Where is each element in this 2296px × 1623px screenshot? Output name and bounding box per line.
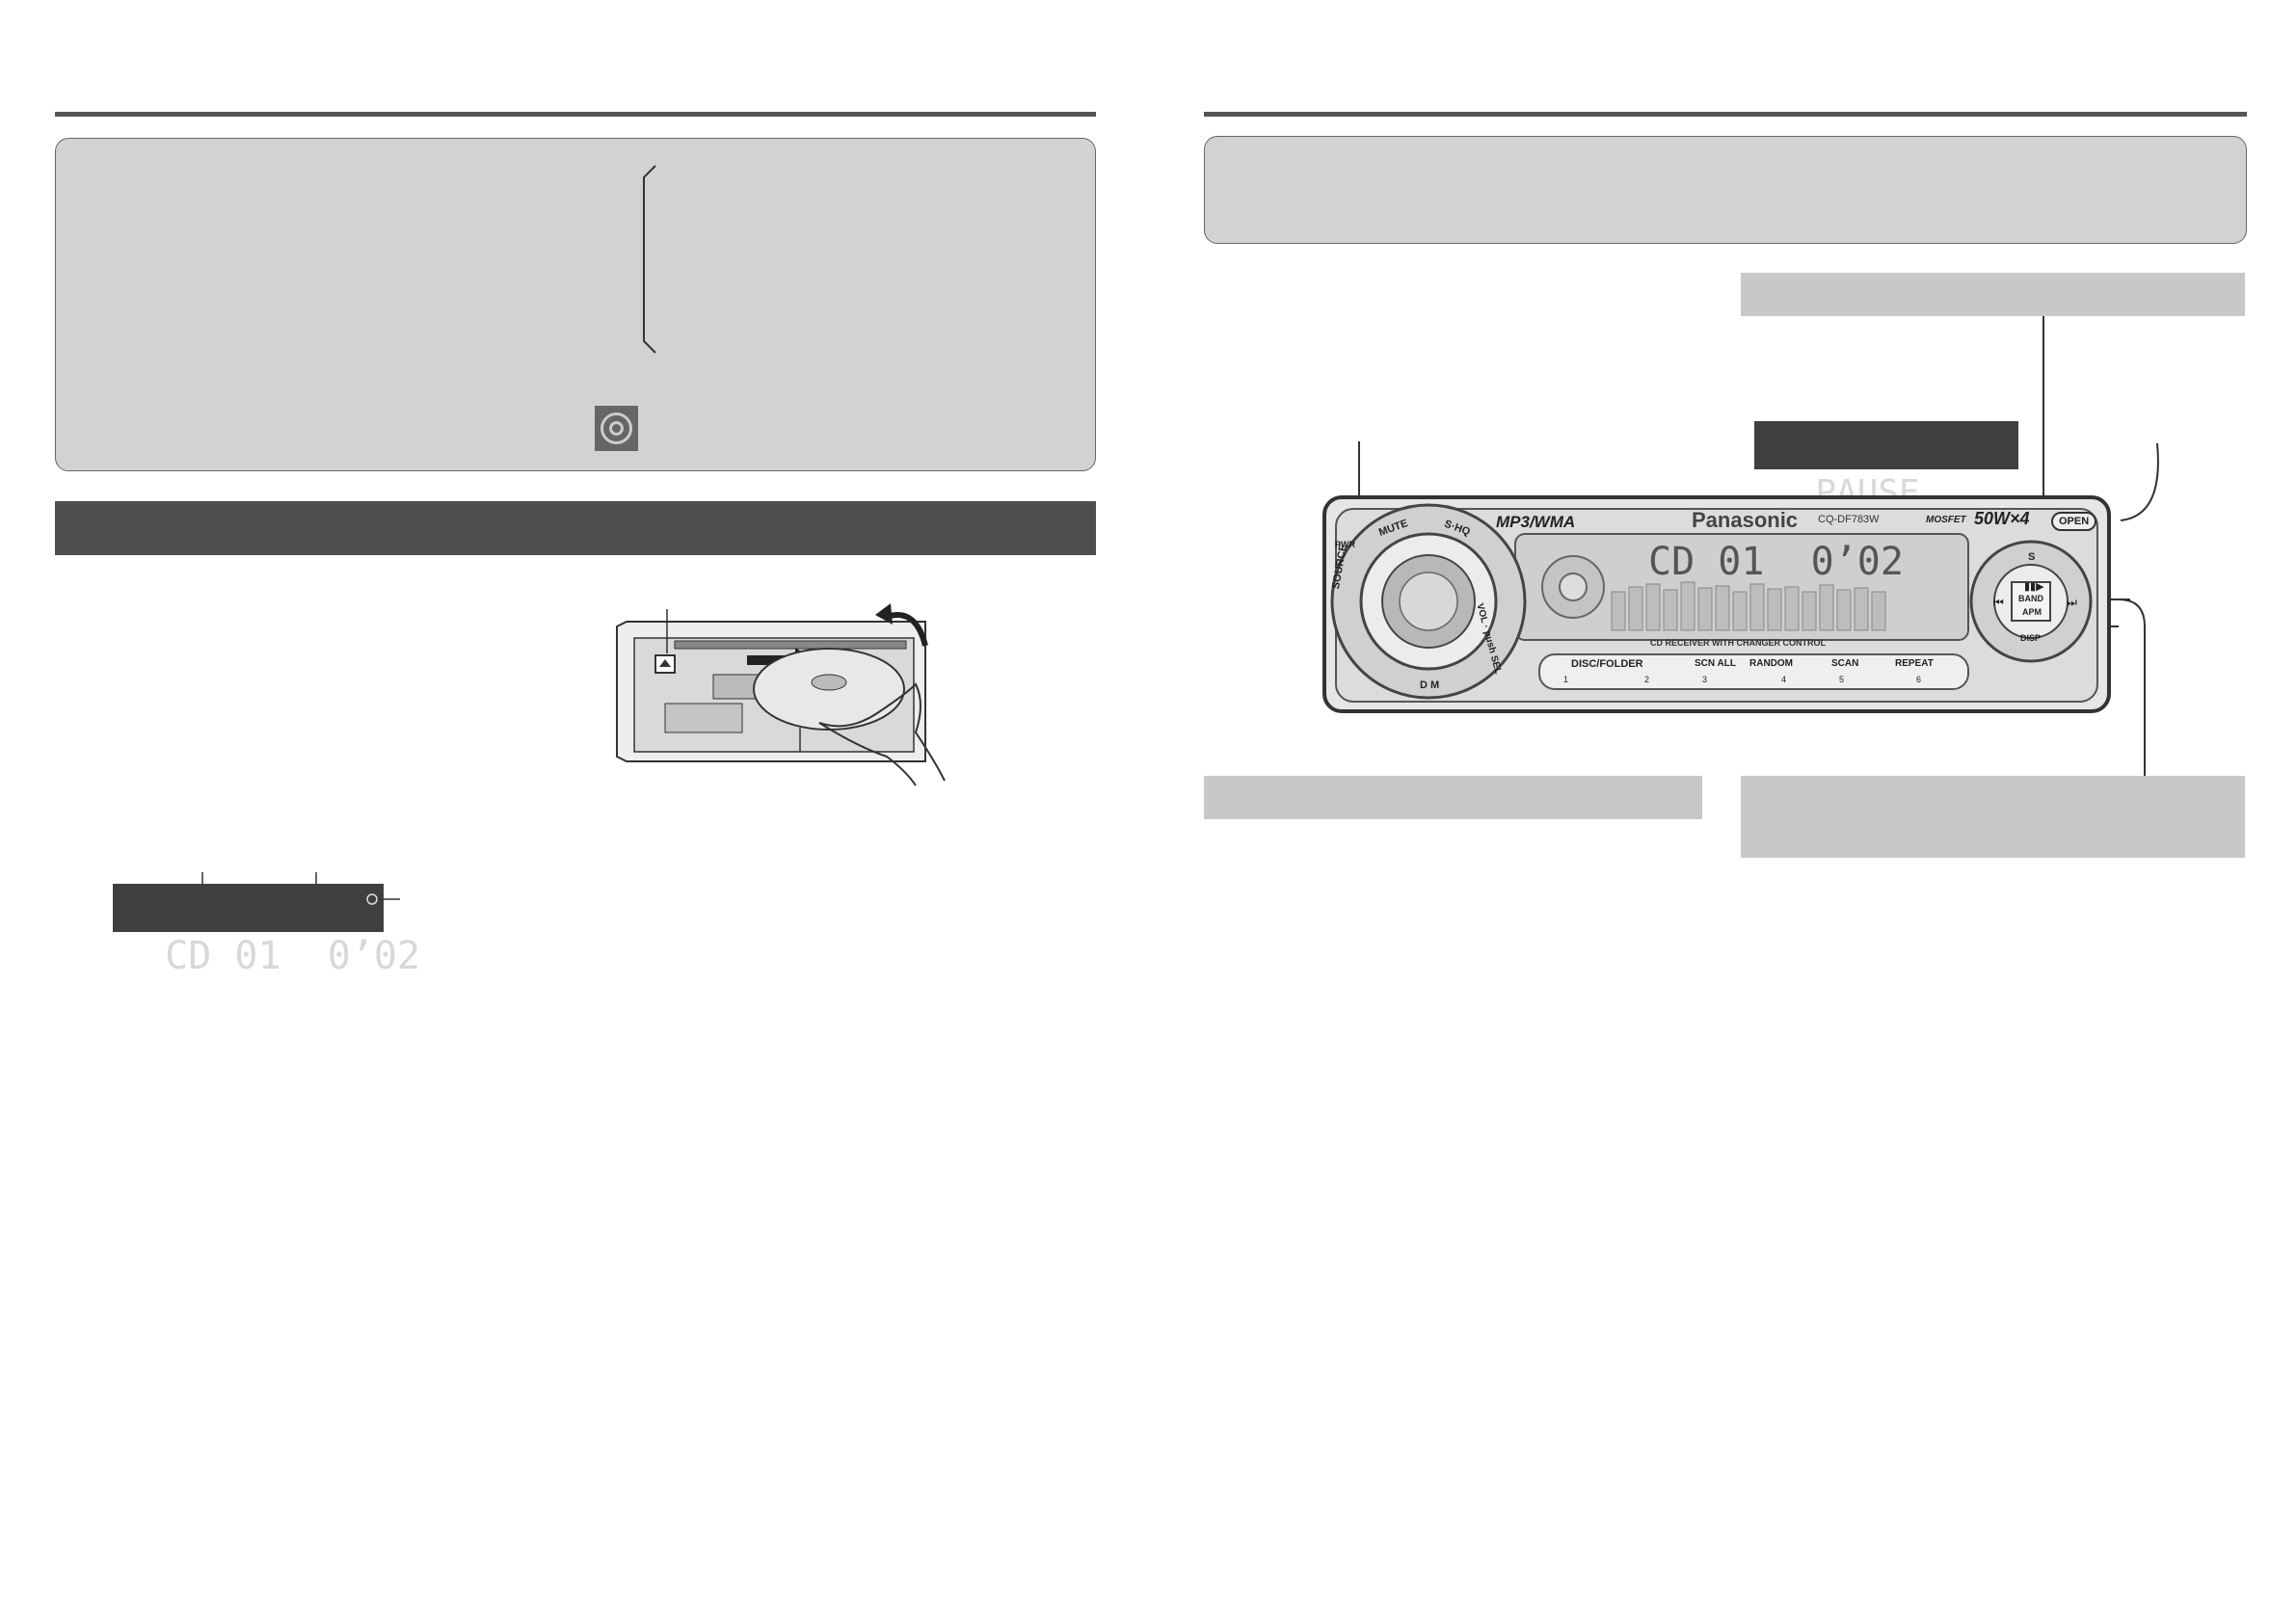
section-header-bar (55, 501, 1096, 555)
preset-3[interactable]: 3 (1702, 675, 1708, 684)
scan-all-button[interactable]: SCN ALL (1695, 658, 1736, 669)
cd-display-text: CD 01 0’02 (165, 934, 421, 978)
preset-2[interactable]: 2 (1644, 675, 1650, 684)
cd-insertion-illustration (616, 603, 946, 786)
repeat-button[interactable]: REPEAT (1895, 658, 1934, 669)
unit-subtitle: CD RECEIVER WITH CHANGER CONTROL (1650, 638, 1826, 648)
head-unit-drawing (1330, 503, 2098, 703)
apm-label: APM (2022, 607, 2042, 617)
pause-caption-bar (1741, 273, 2245, 316)
disc-indicator-icon (366, 893, 378, 905)
play-pause-icon[interactable]: ▮▮▶ (2024, 581, 2044, 593)
s-label: S (2028, 551, 2036, 563)
pause-display: PAUSE (1754, 421, 2018, 513)
display-leader-lines (201, 872, 400, 905)
preset-4[interactable]: 4 (1781, 675, 1787, 684)
preset-5[interactable]: 5 (1839, 675, 1845, 684)
scan-button[interactable]: SCAN (1831, 658, 1859, 669)
random-button[interactable]: RANDOM (1749, 658, 1793, 669)
preset-6[interactable]: 6 (1916, 675, 1922, 684)
mosfet-label: MOSFET (1926, 515, 1966, 525)
dm-button[interactable]: D M (1420, 679, 1440, 691)
right-title-box (1204, 136, 2247, 244)
prev-track-icon[interactable]: ⏮ (1993, 596, 2004, 609)
disp-button[interactable]: DISP (2020, 633, 2042, 643)
disc-folder-button[interactable]: DISC/FOLDER (1571, 658, 1643, 670)
cd-display: CD 01 0’02 (113, 884, 420, 978)
left-top-rule (55, 112, 1096, 117)
model-number: CQ-DF783W (1818, 514, 1880, 525)
pwr-label: PWR (1335, 540, 1355, 549)
right-top-rule (1204, 112, 2247, 117)
power-label: 50W×4 (1974, 509, 2030, 528)
source-caption-bar (1204, 776, 1702, 819)
unit-display-text: CD 01 0’02 (1648, 540, 1904, 584)
preset-1[interactable]: 1 (1563, 675, 1569, 684)
open-button[interactable]: OPEN (2051, 512, 2097, 531)
cd-indicator-icon (595, 406, 638, 451)
track-caption-bar (1741, 776, 2245, 858)
next-track-icon[interactable]: ⏭ (2067, 596, 2077, 609)
brace-line (643, 165, 656, 354)
brand-logo: Panasonic (1692, 508, 1799, 532)
left-info-box (55, 138, 1096, 471)
format-logo: MP3/WMA (1496, 513, 1576, 531)
band-button[interactable]: BAND (2018, 594, 2043, 603)
